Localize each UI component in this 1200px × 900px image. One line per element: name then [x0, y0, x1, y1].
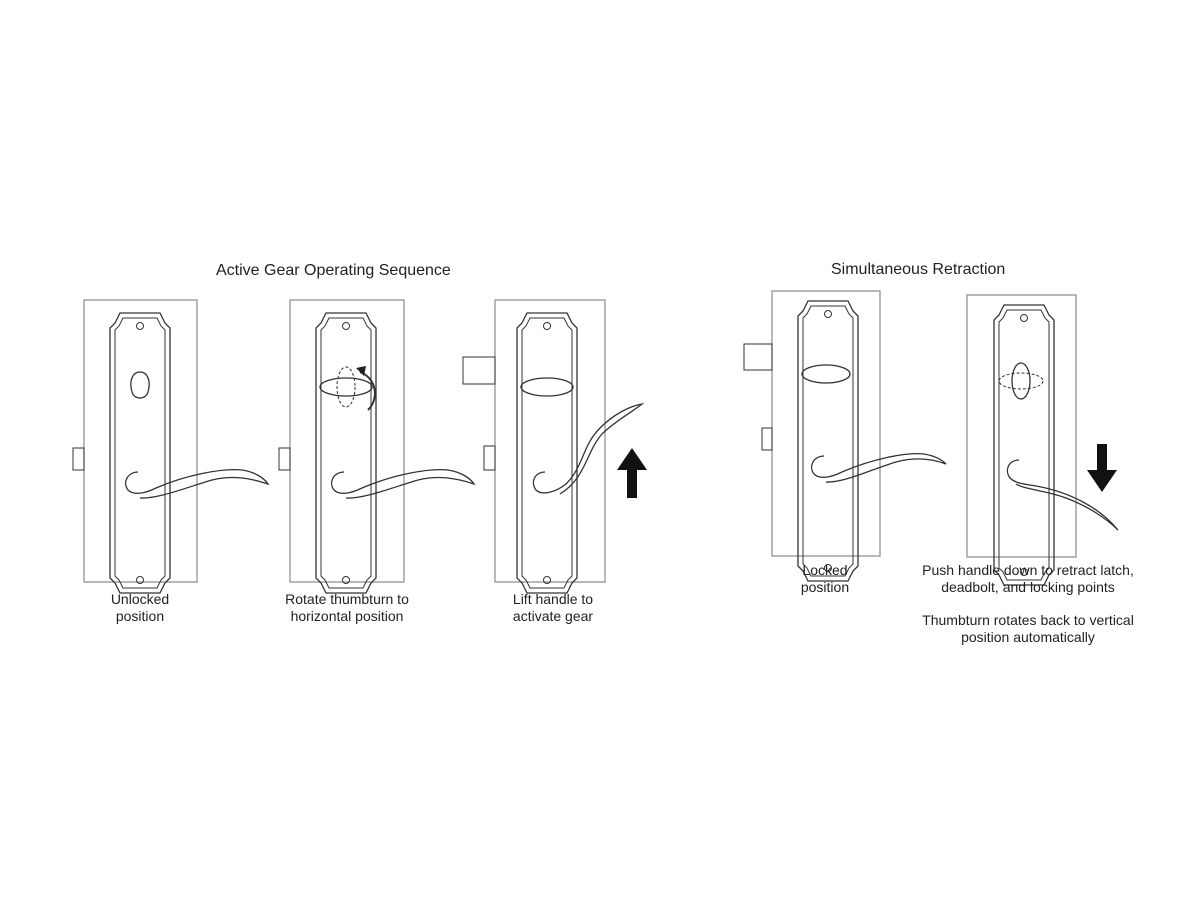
- section-title-active-gear: Active Gear Operating Sequence: [216, 262, 451, 279]
- caption-line: Rotate thumbturn to: [285, 591, 409, 607]
- caption-line: position: [800, 579, 850, 595]
- caption-line: deadbolt, and locking points: [941, 579, 1115, 595]
- step-3-lift-handle-illustration: [462, 299, 647, 594]
- thumbturn-horizontal: [801, 364, 851, 384]
- caption-line: position: [115, 608, 165, 624]
- lever-handle-lifted: [532, 402, 645, 495]
- caption-line: Lift handle to: [512, 591, 594, 607]
- lever-handle-pushed: [1006, 459, 1119, 531]
- lever-handle: [810, 453, 947, 483]
- step-2-rotate-thumbturn-illustration: [278, 299, 476, 594]
- caption-line: Push handle down to retract latch,: [922, 562, 1134, 578]
- step-4-caption: Locked position: [775, 562, 875, 596]
- step-2-caption: Rotate thumbturn to horizontal position: [257, 591, 437, 625]
- thumbturn-vertical: [1011, 362, 1031, 400]
- step-1-unlocked-illustration: [72, 299, 270, 594]
- thumbturn-horizontal: [319, 377, 373, 397]
- caption-line: Locked: [802, 562, 848, 578]
- arrow-down-icon: [1087, 444, 1117, 492]
- thumbturn-horizontal: [520, 377, 574, 397]
- step-1-caption: Unlocked position: [80, 591, 200, 625]
- note-line: position automatically: [961, 629, 1095, 645]
- caption-line: horizontal position: [290, 608, 404, 624]
- step-5-push-handle-down-illustration: [966, 294, 1119, 586]
- thumbturn-horizontal-ghost: [998, 372, 1044, 390]
- section-title-simultaneous-retraction: Simultaneous Retraction: [831, 261, 1006, 278]
- lever-handle: [330, 469, 476, 499]
- step-5-note: Thumbturn rotates back to vertical posit…: [908, 612, 1148, 646]
- lever-handle: [124, 469, 270, 499]
- step-4-locked-illustration: [743, 290, 947, 582]
- note-line: Thumbturn rotates back to vertical: [922, 612, 1134, 628]
- caption-line: activate gear: [512, 608, 594, 624]
- caption-line: Unlocked: [110, 591, 170, 607]
- step-5-caption: Push handle down to retract latch, deadb…: [908, 562, 1148, 596]
- step-3-caption: Lift handle to activate gear: [488, 591, 618, 625]
- rotate-arrow-icon: [359, 371, 376, 411]
- thumbturn-vertical-ghost: [336, 366, 356, 408]
- arrow-up-icon: [617, 448, 647, 498]
- thumbturn-vertical: [130, 371, 150, 399]
